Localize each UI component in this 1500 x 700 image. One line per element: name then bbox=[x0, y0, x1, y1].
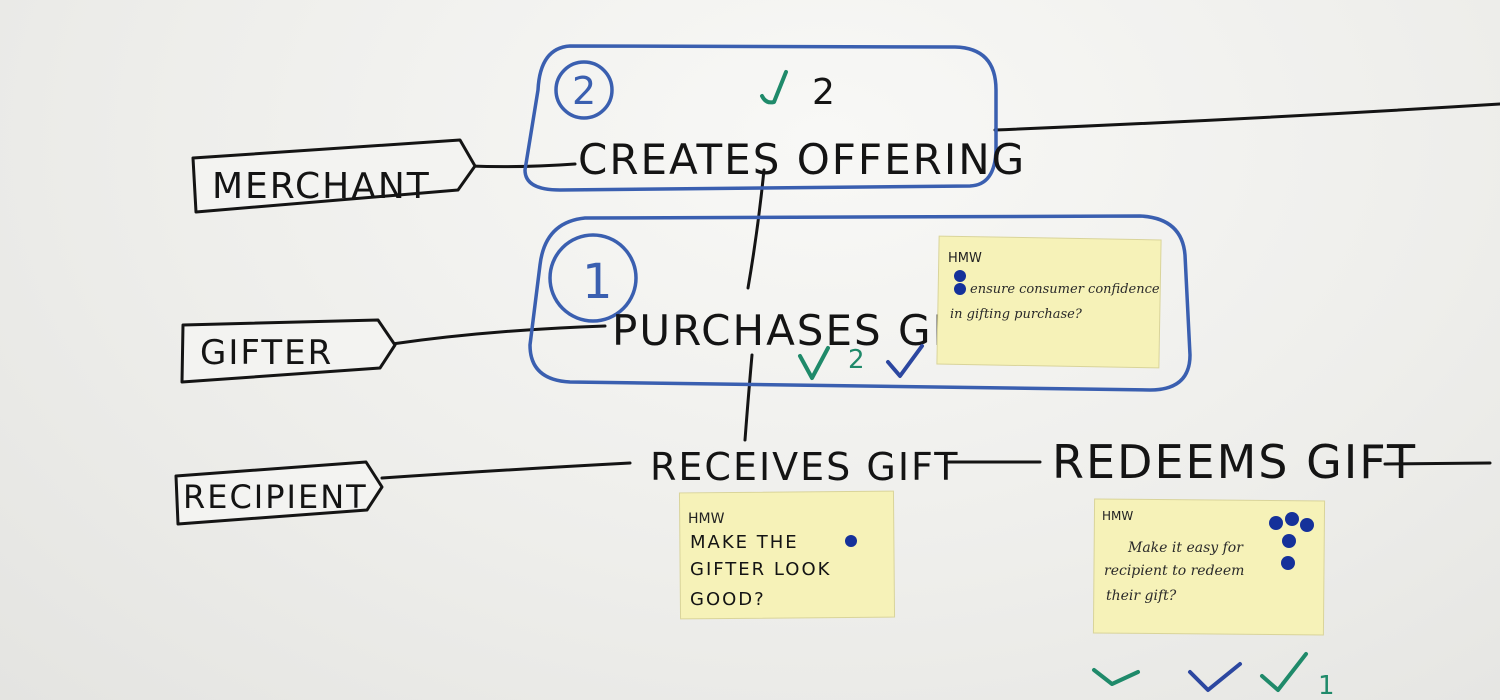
offering-purchase-vline bbox=[746, 168, 766, 290]
note-line: their gift? bbox=[1106, 588, 1177, 604]
priority-number-1: 1 bbox=[582, 254, 613, 310]
priority-number-2: 2 bbox=[572, 69, 596, 113]
merchant-tag-shape bbox=[191, 138, 477, 214]
priority-circle-1 bbox=[548, 233, 638, 323]
note-line: Make it easy for bbox=[1127, 540, 1244, 556]
gifter-connector bbox=[390, 324, 607, 346]
step-receives-gift: RECEIVES GIFT bbox=[650, 445, 959, 489]
sticky-note-confidence: HMW ensure consumer confidence in giftin… bbox=[936, 235, 1162, 369]
check-green-redeem-2 bbox=[1260, 652, 1308, 692]
vote-count-redeem: 1 bbox=[1318, 671, 1335, 700]
sticky-note-redeem-easy: HMW Make it easy for recipient to redeem… bbox=[1092, 498, 1326, 636]
note-header: HMW bbox=[1102, 509, 1133, 523]
note-line: in gifting purchase? bbox=[950, 307, 1083, 322]
note-header: HMW bbox=[948, 251, 982, 266]
gifter-tag-shape bbox=[180, 318, 397, 384]
note-line: recipient to redeem bbox=[1104, 563, 1244, 579]
actor-gifter: GIFTER bbox=[200, 333, 333, 373]
check-green-offering bbox=[760, 70, 788, 105]
purchases-gift-loop bbox=[528, 214, 1192, 392]
actor-recipient: RECIPIENT bbox=[183, 478, 368, 516]
note-header: HMW bbox=[688, 511, 725, 527]
vote-dot bbox=[954, 283, 966, 295]
actor-merchant: MERCHANT bbox=[212, 166, 431, 207]
offering-right-line bbox=[993, 102, 1500, 132]
sticky-note-gifter-look-good: HMW MAKE THE GIFTER LOOK GOOD? bbox=[678, 490, 896, 620]
priority-circle-2 bbox=[554, 60, 614, 120]
vote-dot bbox=[1300, 518, 1314, 532]
step-creates-offering: CREATES OFFERING bbox=[578, 135, 1026, 184]
redeem-right-line bbox=[1383, 461, 1492, 466]
recipient-connector bbox=[380, 461, 632, 480]
vote-dot bbox=[1282, 534, 1296, 548]
vote-dot bbox=[845, 535, 857, 547]
check-green-purchase bbox=[798, 346, 830, 380]
recipient-tag-shape bbox=[174, 460, 384, 526]
creates-offering-loop bbox=[523, 44, 998, 192]
purchase-receive-vline bbox=[743, 353, 754, 442]
note-line: ensure consumer confidence bbox=[970, 282, 1160, 297]
check-green-redeem-1 bbox=[1092, 668, 1140, 686]
note-line: GIFTER LOOK bbox=[690, 559, 831, 580]
check-blue-purchase bbox=[886, 344, 924, 378]
merchant-connector bbox=[468, 162, 577, 169]
step-redeems-gift: REDEEMS GIFT bbox=[1052, 435, 1417, 489]
vote-dot bbox=[1285, 512, 1299, 526]
note-line: MAKE THE bbox=[690, 532, 799, 553]
check-blue-redeem bbox=[1188, 662, 1242, 692]
vote-dot bbox=[1269, 516, 1283, 530]
vote-dot bbox=[1281, 556, 1295, 570]
note-line: GOOD? bbox=[690, 589, 766, 610]
vote-count-purchase: 2 bbox=[848, 345, 865, 375]
step-purchases-gift: PURCHASES GIFT bbox=[612, 306, 1000, 355]
vote-dot bbox=[954, 270, 966, 282]
vote-count-offering: 2 bbox=[812, 72, 835, 113]
